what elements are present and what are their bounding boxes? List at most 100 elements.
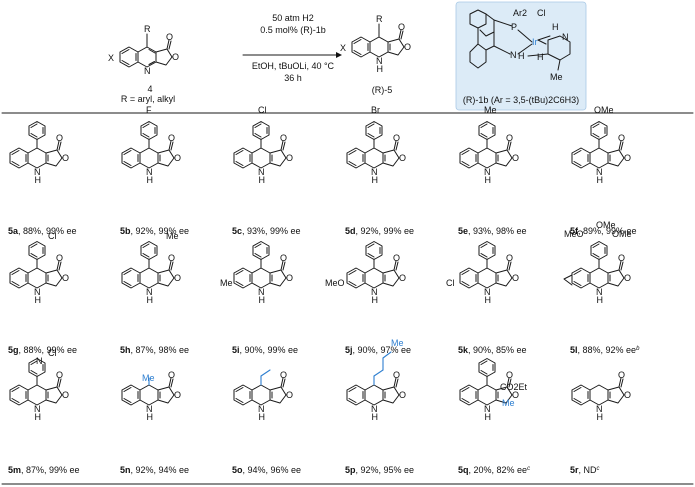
compound-5c-nh: H <box>259 175 266 185</box>
compound-5p-label: 5p, 92%, 95% ee <box>345 465 414 475</box>
compound-5k-label: 5k, 90%, 85% ee <box>458 345 527 355</box>
compound-5n-n: N <box>146 404 153 414</box>
condition-time: 36 h <box>284 73 302 83</box>
compound-5k-nh: H <box>485 295 492 305</box>
compound-5l-meo-left: MeO <box>564 229 584 239</box>
compound-5a-ring-o: O <box>62 153 69 163</box>
compound-5k-n: N <box>484 287 491 297</box>
compound-5o-label: 5o, 94%, 96% ee <box>232 465 301 475</box>
product-n: N <box>376 56 383 66</box>
product-x: X <box>340 43 346 53</box>
compound-5l-ome-top: OMe <box>596 220 616 230</box>
substrate-number: 4 <box>147 84 152 94</box>
compound-5r-ring-o: O <box>624 390 631 400</box>
compound-5n-sub-alkyl: Me <box>142 373 155 383</box>
compound-5j-n: N <box>371 287 378 297</box>
compound-5p-carbonyl-o: O <box>393 370 400 380</box>
compound-5e-ring-o: O <box>512 153 519 163</box>
compound-5j: OO NH MeO <box>325 241 406 305</box>
compound-5r-label: 5r, NDc <box>570 465 600 475</box>
compound-5g-sub-meta: Cl <box>48 231 57 241</box>
compound-5k-sub-ring: Cl <box>446 278 455 288</box>
compound-5o-nh: H <box>259 412 266 422</box>
product-label: (R)-5 <box>372 85 393 95</box>
catalyst-h1: H <box>552 22 559 32</box>
compound-5b-label: 5b, 92%, 99% ee <box>120 226 189 236</box>
compound-5f-label: 5f, 89%, 99% ee <box>570 226 637 236</box>
compound-5c-label: 5c, 93%, 99% ee <box>232 226 301 236</box>
compound-5m-nh: H <box>35 412 42 422</box>
compound-5h-carbonyl-o: O <box>168 253 175 263</box>
catalyst-box <box>455 1 587 111</box>
catalyst-nh-h: H <box>518 51 525 61</box>
compound-5p-nh: H <box>372 412 379 422</box>
substrate-r: R <box>144 24 151 34</box>
catalyst-me: Me <box>550 72 563 82</box>
compound-5b-sub-top: F <box>146 105 152 115</box>
compound-5o-ring-o: O <box>286 390 293 400</box>
condition-pressure: 50 atm H2 <box>272 13 314 23</box>
compound-5d-ring-o: O <box>399 153 406 163</box>
compound-5d-nh: H <box>372 175 379 185</box>
compound-5f-ring-o: O <box>624 153 631 163</box>
compound-5c-carbonyl-o: O <box>280 133 287 143</box>
catalyst-label: (R)-1b (Ar = 3,5-(tBu)2C6H3) <box>463 95 579 105</box>
compound-5m-sub-meta: Cl <box>48 348 57 358</box>
compound-5m-ring-o: O <box>62 390 69 400</box>
product-ring-o: O <box>404 42 411 52</box>
compound-5q-n: N <box>484 404 491 414</box>
substrate-carbonyl-o: O <box>166 32 173 42</box>
compound-5h-nh: H <box>147 295 154 305</box>
compound-5j-ring-o: O <box>399 273 406 283</box>
compound-5i-nh: H <box>259 295 266 305</box>
compound-5n-carbonyl-o: O <box>168 370 175 380</box>
compound-5f-nh: H <box>597 175 604 185</box>
compound-5q-co2et: CO2Et <box>500 382 528 392</box>
compound-5j-nh: H <box>372 295 379 305</box>
compound-5r-carbonyl-o: O <box>618 370 625 380</box>
compound-5d-label: 5d, 92%, 99% ee <box>345 226 414 236</box>
catalyst-h2: H <box>537 52 544 62</box>
compound-5l-ome-right: OMe <box>612 229 632 239</box>
compound-5b-n: N <box>146 167 153 177</box>
substrate-note: R = aryl, alkyl <box>121 94 175 104</box>
compound-5i-ring-o: O <box>286 273 293 283</box>
catalyst-pyridine-n: N <box>562 32 569 42</box>
compound-5r-nh: H <box>597 412 604 422</box>
condition-solvent: EtOH, tBuOLi, 40 °C <box>252 61 335 71</box>
compound-5b-carbonyl-o: O <box>168 133 175 143</box>
compound-5q-label: 5q, 20%, 82% eec <box>458 465 530 475</box>
catalyst-cl: Cl <box>537 8 546 18</box>
product-carbonyl-o: O <box>398 22 405 32</box>
compound-5j-carbonyl-o: O <box>393 253 400 263</box>
compound-5b-nh: H <box>147 175 154 185</box>
compound-5e-label: 5e, 93%, 98% ee <box>458 226 527 236</box>
compound-5l-ring-o: O <box>624 273 631 283</box>
compound-5h-me: Me <box>166 231 179 241</box>
compound-5g-nh: H <box>35 295 42 305</box>
compound-5g-n: N <box>34 287 41 297</box>
compound-5c-ring-o: O <box>286 153 293 163</box>
compound-5a-nh: H <box>35 175 42 185</box>
compound-5e-nh: H <box>485 175 492 185</box>
compound-5q-carbonyl-o: O <box>506 370 513 380</box>
compound-5n-label: 5n, 92%, 94% ee <box>120 465 189 475</box>
compound-5a-label: 5a, 88%, 99% ee <box>8 226 77 236</box>
compound-5h-label: 5h, 87%, 98% ee <box>120 345 189 355</box>
compound-5e-n: N <box>484 167 491 177</box>
compound-5j-sub-ring: MeO <box>325 278 345 288</box>
compound-5c-sub-top: Cl <box>258 105 267 115</box>
